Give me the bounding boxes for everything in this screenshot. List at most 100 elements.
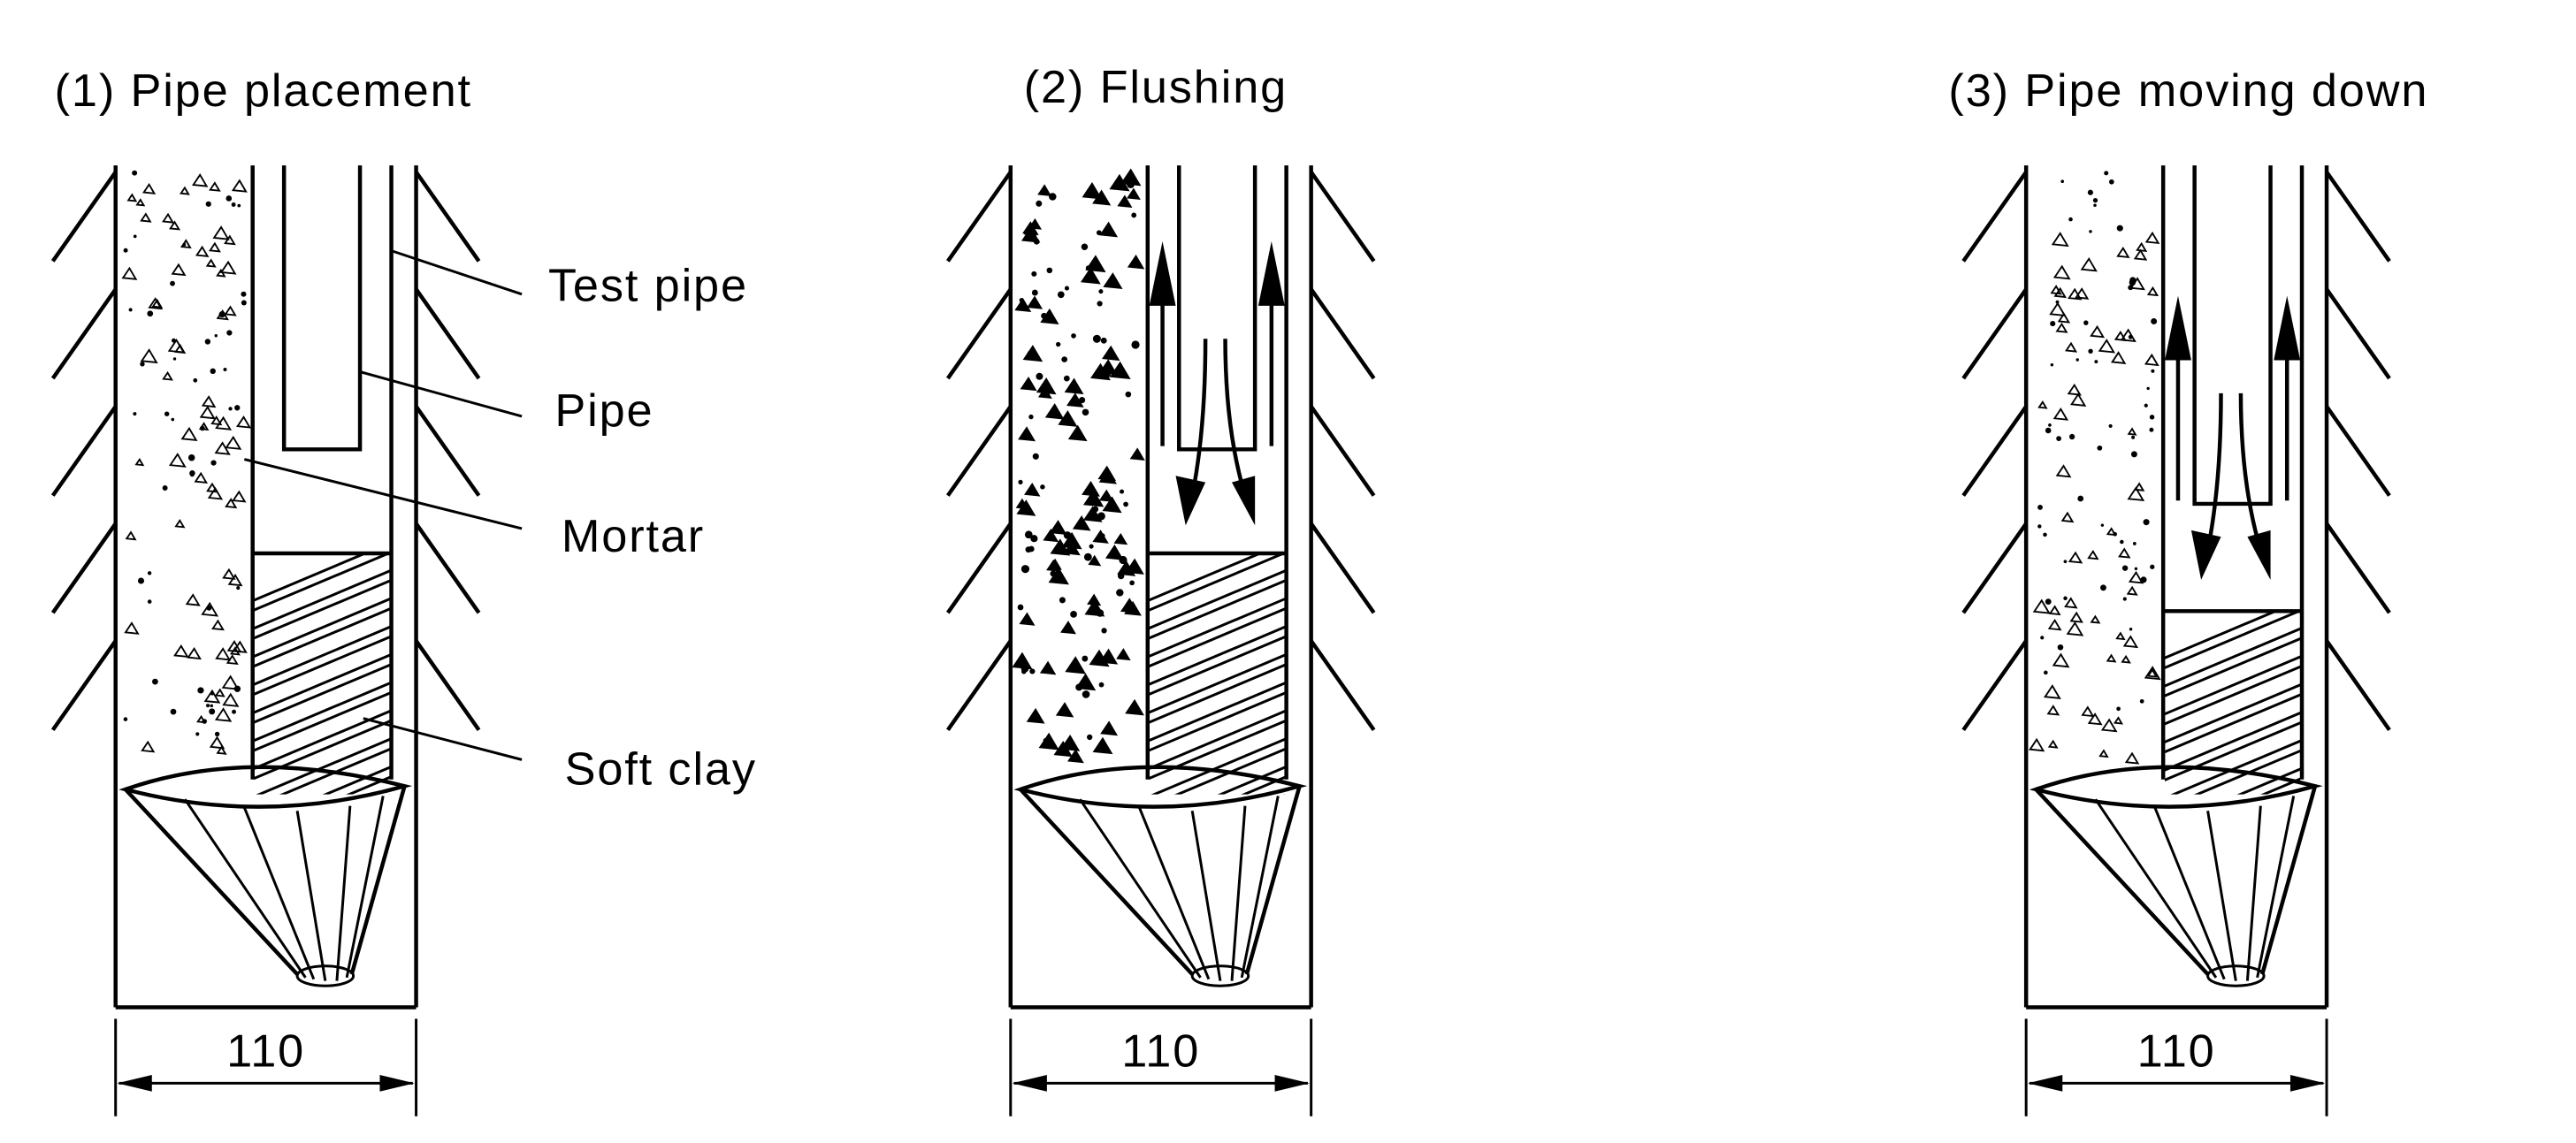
mortar-dot <box>2149 415 2155 420</box>
mortar-dot <box>237 203 241 208</box>
clay-hatch-line <box>254 598 390 658</box>
mortar-grain <box>2049 301 2067 317</box>
mortar-particles <box>1012 168 1145 764</box>
mortar-grain <box>2064 597 2078 609</box>
mortar-grain <box>126 193 138 202</box>
mortar-dot <box>1031 289 1038 296</box>
clay-hatch-line <box>1217 766 1285 795</box>
downflow-arrow-left <box>1189 339 1208 497</box>
dimension-arrow-right <box>379 1075 415 1092</box>
mortar-grain <box>226 640 242 653</box>
clay-hatch-line <box>1174 747 1285 795</box>
mortar-dot <box>2068 433 2075 440</box>
mortar-dot <box>1025 546 1032 553</box>
mortar-grain <box>222 568 236 580</box>
soil-hatch-left <box>946 522 1013 614</box>
mortar-grain <box>236 415 252 429</box>
flow-arrows <box>2165 295 2301 580</box>
mortar-grain <box>194 471 209 484</box>
dimension-arrow-left <box>1012 1075 1047 1092</box>
mortar-dot <box>137 577 145 584</box>
mortar-dot <box>232 709 236 714</box>
mortar-dot <box>164 411 170 416</box>
mortar-grain <box>203 689 221 704</box>
mortar-dot <box>2089 230 2092 233</box>
mortar-dot <box>214 731 220 737</box>
mortar-dot <box>1098 289 1104 294</box>
soft-clay-hatch <box>1143 554 1291 940</box>
mortar-grain <box>211 619 225 631</box>
mortar-dot <box>1123 501 1128 507</box>
clay-hatch-line <box>1149 579 1285 640</box>
soil-hatch-right <box>414 639 481 732</box>
mortar-dot <box>1101 628 1107 634</box>
mortar-grain <box>2113 716 2124 725</box>
mortar-grain <box>1048 567 1069 585</box>
soil-hatch-left <box>50 287 118 380</box>
mortar-grain <box>1088 554 1102 567</box>
mortar-dot <box>2045 427 2052 434</box>
mortar-grain <box>214 441 231 455</box>
mortar-dot <box>223 367 227 371</box>
panel-3-dimension: 110 <box>2137 1026 2216 1078</box>
mortar-dot <box>2057 644 2064 651</box>
soil-hatch-right <box>1309 405 1376 497</box>
mortar-dot <box>234 405 241 411</box>
cone-tip-opening <box>2206 964 2266 987</box>
mortar-grain <box>1127 187 1141 201</box>
mortar-dot <box>1092 334 1101 343</box>
panel-2 <box>946 165 1376 1116</box>
leader-soft-clay <box>363 717 523 761</box>
mortar-grain <box>1027 295 1043 309</box>
clay-hatch-line <box>256 737 390 795</box>
callout-labels: Test pipe Pipe Mortar Soft clay <box>243 249 755 795</box>
mortar-dot <box>209 708 216 715</box>
mortar-dot <box>123 717 128 721</box>
mortar-dot <box>241 300 247 306</box>
mortar-grain <box>135 198 146 207</box>
mortar-dot <box>133 412 137 416</box>
mortar-grain <box>168 453 187 468</box>
mortar-dot <box>2151 369 2155 373</box>
mortar-dot <box>133 234 137 239</box>
clay-hatch-line <box>1149 710 1285 770</box>
mortar-grain <box>1043 529 1059 543</box>
mortar-grain <box>134 458 145 467</box>
mortar-grain <box>206 482 218 493</box>
mortar-dot <box>225 195 233 202</box>
mortar-grain <box>201 395 217 408</box>
mortar-dot <box>2104 171 2109 176</box>
mortar-dot <box>1029 668 1036 674</box>
mortar-grain <box>1102 496 1122 514</box>
cone-rib <box>2256 796 2296 979</box>
mortar-particles <box>121 170 252 755</box>
mortar-dot <box>147 310 154 317</box>
mortar-dot <box>1043 737 1049 743</box>
mortar-dot <box>2139 698 2144 704</box>
mortar-grain <box>1072 515 1091 531</box>
dimension-arrow-left <box>2028 1075 2063 1092</box>
mortar-grain <box>2037 400 2048 409</box>
mortar-dot <box>1082 408 1089 416</box>
mortar-grain <box>1064 377 1084 395</box>
clay-hatch-line <box>1143 877 1291 940</box>
pipe <box>1177 165 1257 452</box>
mortar-grain <box>232 490 247 503</box>
mortar-grain <box>219 260 237 275</box>
clay-hatch-line <box>2165 613 2275 659</box>
mortar-dot <box>162 485 168 491</box>
mortar-dot <box>200 425 205 431</box>
mortar-dot <box>1081 243 1089 251</box>
mortar-grain <box>1105 544 1124 560</box>
mortar-grain <box>174 519 186 529</box>
mortar-grain <box>1038 732 1059 751</box>
clay-hatch-line <box>254 663 390 724</box>
mortar-grain <box>2110 351 2127 364</box>
mortar-dot <box>231 202 236 207</box>
mortar-dot <box>1125 391 1132 398</box>
mortar-dot <box>1049 193 1057 201</box>
mortar-grain <box>205 258 217 268</box>
mortar-dot <box>2068 217 2073 222</box>
mortar-grain <box>2068 551 2083 564</box>
